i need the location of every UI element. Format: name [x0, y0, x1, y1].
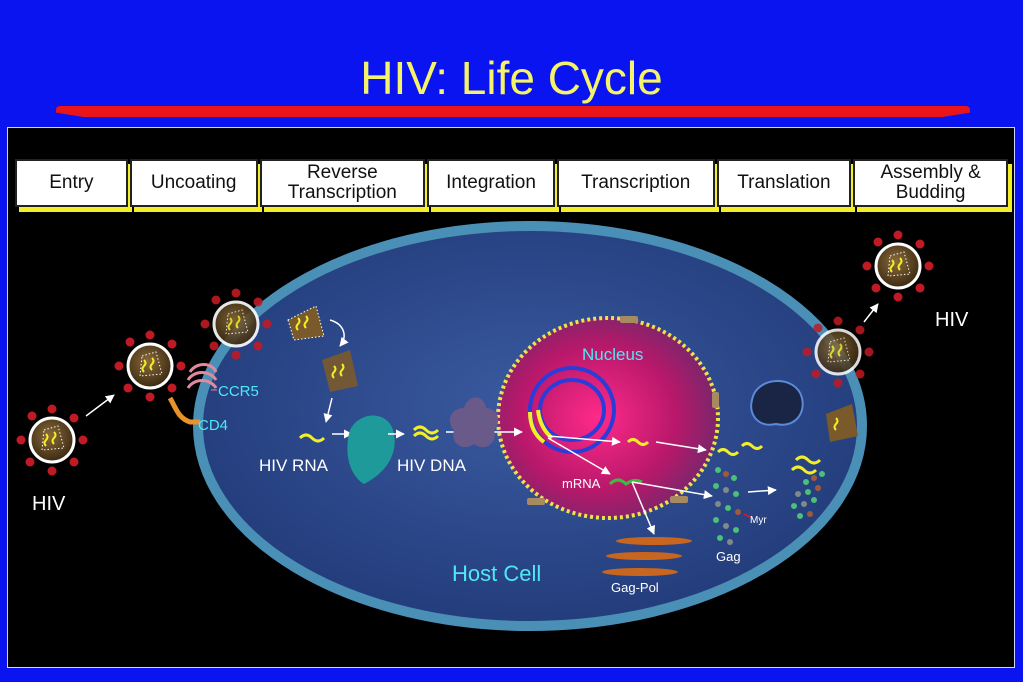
hiv-right-label: HIV: [935, 309, 969, 331]
stage-entry: Entry: [15, 159, 128, 207]
title-underline: [56, 106, 970, 117]
page-title: HIV: Life Cycle: [360, 52, 663, 104]
stage-translation: Translation: [716, 159, 852, 207]
integrase-icon: [449, 397, 499, 448]
gag-protein-icon: [713, 467, 741, 545]
hiv-left-label: HIV: [32, 493, 66, 515]
nucleus-label: Nucleus: [582, 345, 644, 364]
gag-label: Gag: [716, 549, 741, 564]
virion-icon: [15, 403, 89, 477]
ccr5-receptor-icon: [186, 363, 218, 389]
virion-icon: [113, 329, 187, 403]
virion-icon: [861, 229, 935, 303]
stage-assembly-budding: Assembly & Budding: [853, 159, 1008, 207]
stage-bar: Entry Uncoating Reverse Transcription In…: [15, 159, 1008, 211]
stage-reverse-transcription: Reverse Transcription: [259, 159, 426, 207]
stage-transcription: Transcription: [556, 159, 715, 207]
stage-integration: Integration: [427, 159, 555, 207]
myr-label: Myr: [750, 515, 767, 526]
hiv-dna-label: HIV DNA: [397, 456, 466, 475]
hiv-rna-label: HIV RNA: [259, 456, 328, 475]
mrna-label: mRNA: [562, 476, 601, 491]
reverse-transcriptase-icon: [347, 415, 395, 484]
ccr5-label: CCR5: [218, 383, 259, 400]
assembly-cluster-icon: [791, 471, 825, 519]
nucleus: [496, 316, 720, 520]
cd4-receptor-icon: [167, 396, 200, 425]
stage-uncoating: Uncoating: [129, 159, 258, 207]
budding-complex-icon: [750, 380, 804, 426]
gag-pol-label: Gag-Pol: [611, 580, 659, 595]
cd4-label: CD4: [198, 417, 229, 434]
host-cell-label: Host Cell: [452, 561, 542, 586]
